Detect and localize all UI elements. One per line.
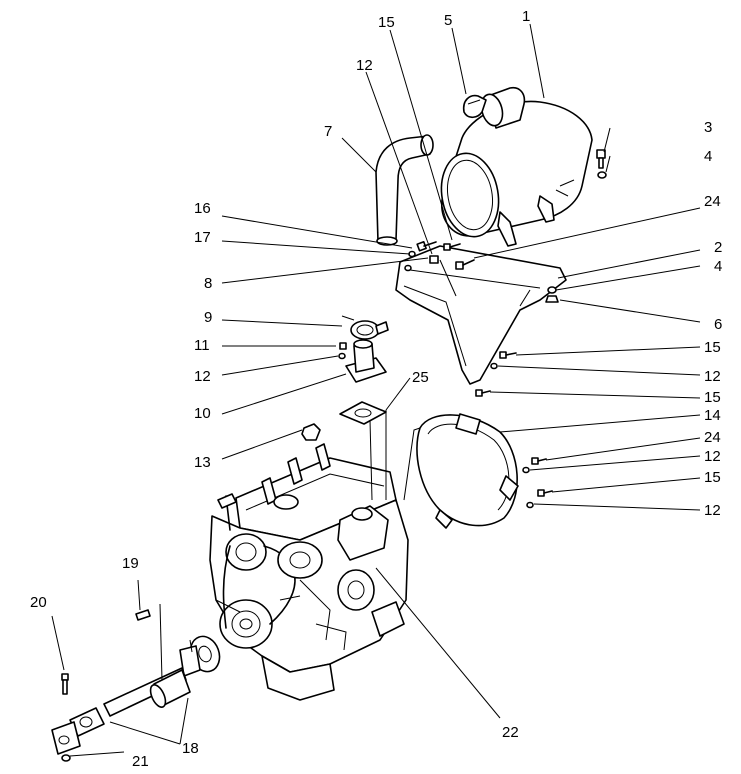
callout-4-top: 4 <box>704 148 712 165</box>
callout-11: 11 <box>194 337 210 354</box>
callout-12-lower: 12 <box>704 502 721 519</box>
muffler <box>440 86 593 247</box>
callout-4-lower: 4 <box>714 258 722 275</box>
callout-12-elbow: 12 <box>194 368 211 385</box>
exhaust-clamp <box>350 320 389 340</box>
callout-24-top: 24 <box>704 193 721 210</box>
callout-21: 21 <box>132 753 149 770</box>
callout-22: 22 <box>502 724 519 741</box>
callout-15-top: 15 <box>378 14 395 31</box>
muffler-bracket <box>395 245 567 385</box>
callout-3: 3 <box>704 119 712 136</box>
callout-16: 16 <box>194 200 211 217</box>
clamp-top <box>462 94 487 119</box>
callout-15-bracket: 15 <box>704 339 721 356</box>
callout-8: 8 <box>204 275 212 292</box>
callout-15-shroud: 15 <box>704 389 721 406</box>
leader-lines <box>51 23 701 757</box>
callout-13: 13 <box>194 454 211 471</box>
callout-12-top: 12 <box>356 57 373 74</box>
callout-12-bracket: 12 <box>704 368 721 385</box>
callout-9: 9 <box>204 309 212 326</box>
callout-18: 18 <box>182 740 199 757</box>
callout-24-shroud: 24 <box>704 429 721 446</box>
callout-10: 10 <box>194 405 211 422</box>
callout-15-lower: 15 <box>704 469 721 486</box>
hardware <box>61 149 607 762</box>
callout-2: 2 <box>714 239 722 256</box>
exhaust-elbow <box>345 339 387 383</box>
callout-5: 5 <box>444 12 452 29</box>
callout-25: 25 <box>412 369 429 386</box>
callout-19: 19 <box>122 555 139 572</box>
callout-12-shroud: 12 <box>704 448 721 465</box>
callout-17: 17 <box>194 229 211 246</box>
callout-20: 20 <box>30 594 47 611</box>
callout-1: 1 <box>522 8 530 25</box>
fan-shroud <box>416 413 519 529</box>
drive-shaft <box>51 635 221 755</box>
engine <box>209 443 409 701</box>
callout-labels: 1 5 15 12 7 3 4 16 17 8 24 2 4 6 9 11 12… <box>30 8 722 770</box>
tail-pipe <box>375 134 434 246</box>
callout-6: 6 <box>714 316 722 333</box>
callout-7: 7 <box>324 123 332 140</box>
callout-14: 14 <box>704 407 721 424</box>
gasket <box>339 401 387 425</box>
